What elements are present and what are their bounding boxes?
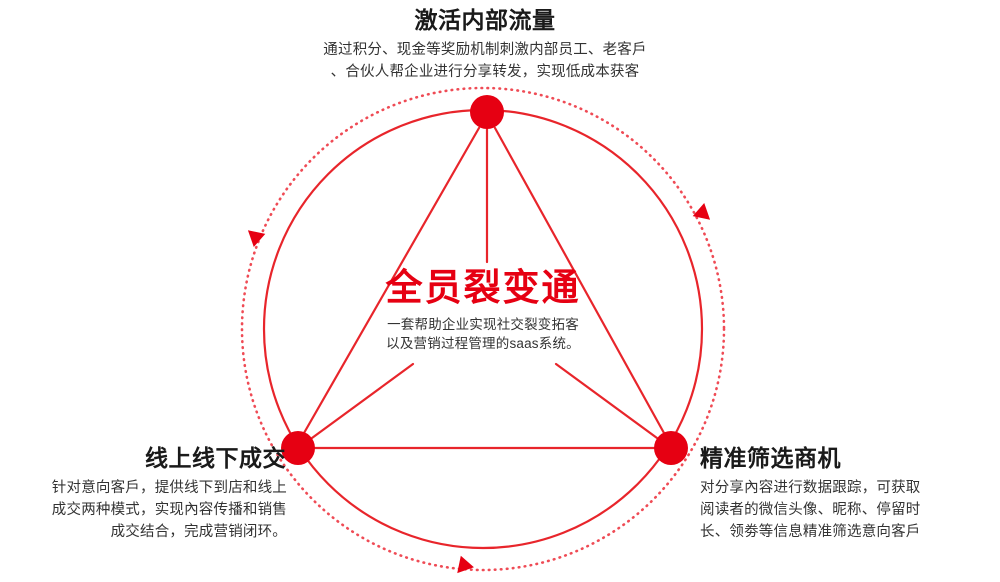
node-label-top: 激活内部流量 通过积分、现金等奖励机制刺激内部员工、老客戶 、合伙人帮企业进行分… (240, 5, 730, 83)
node-body-bottom-right-line2: 阅读者的微信头像、昵称、停留时 (700, 502, 921, 518)
node-label-bottom-right: 精准筛选商机 对分享內容进行数据跟踪，可获取 阅读者的微信头像、昵称、停留时 长… (700, 443, 1000, 543)
node-dot-bottom-left (281, 431, 315, 465)
node-body-bottom-left-line1: 针对意向客戶，提供线下到店和线上 (51, 480, 287, 496)
node-body-top-line2: 、合伙人帮企业进行分享转发，实现低成本获客 (330, 64, 640, 80)
node-body-bottom-left: 针对意向客戶，提供线下到店和线上 成交两种模式，实现內容传播和销售 成交结合，完… (0, 477, 287, 543)
node-body-bottom-right: 对分享內容进行数据跟踪，可获取 阅读者的微信头像、昵称、停留时 长、领劵等信息精… (700, 477, 1000, 543)
node-body-top-line1: 通过积分、现金等奖励机制刺激内部员工、老客戶 (323, 42, 647, 58)
node-heading-bottom-right: 精准筛选商机 (700, 445, 841, 471)
outer-dotted-circle (240, 86, 726, 572)
node-dots (281, 95, 688, 465)
node-body-bottom-right-line1: 对分享內容进行数据跟踪，可获取 (700, 480, 921, 496)
node-label-bottom-left: 线上线下成交 针对意向客戶，提供线下到店和线上 成交两种模式，实现內容传播和销售… (0, 443, 287, 543)
node-dot-top (470, 95, 504, 129)
arrow-upper-right-icon (692, 203, 711, 220)
arrow-left-icon (247, 230, 266, 247)
arrow-bottom-icon (457, 555, 474, 574)
center-spokes (310, 127, 659, 440)
node-dot-bottom-right (654, 431, 688, 465)
node-heading-top: 激活内部流量 (414, 7, 556, 33)
inner-solid-circle (262, 108, 704, 550)
node-body-top: 通过积分、现金等奖励机制刺激内部员工、老客戶 、合伙人帮企业进行分享转发，实现低… (285, 39, 685, 83)
triangle-edges (302, 126, 666, 450)
node-body-bottom-right-line3: 长、领劵等信息精准筛选意向客戶 (700, 524, 921, 540)
node-body-bottom-left-line3: 成交结合，完成营销闭环。 (110, 524, 287, 540)
node-body-bottom-left-line2: 成交两种模式，实现內容传播和销售 (51, 502, 287, 518)
node-heading-bottom-left: 线上线下成交 (145, 445, 286, 471)
